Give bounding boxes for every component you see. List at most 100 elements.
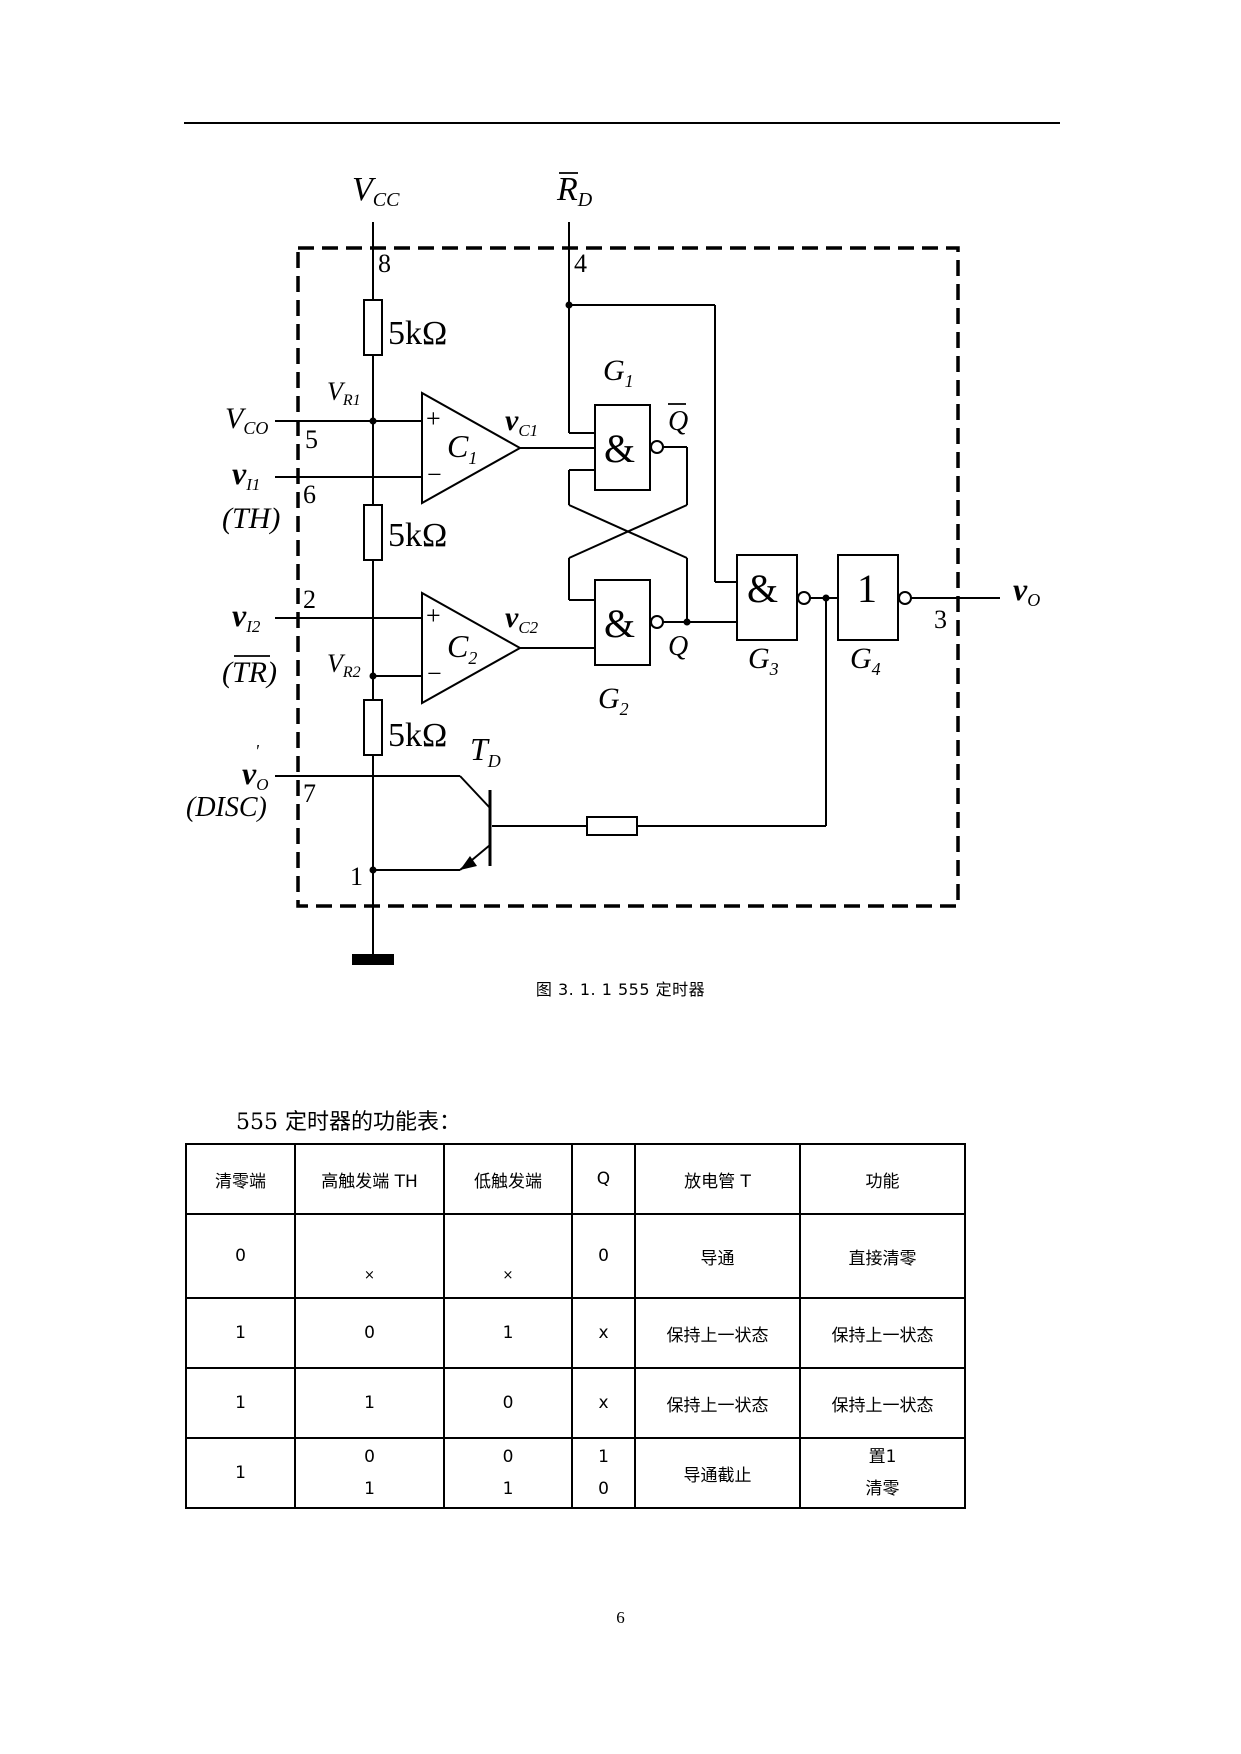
c1-plus: + xyxy=(426,404,441,433)
pin-5: 5 xyxy=(305,425,318,454)
resistor-label-top: 5kΩ xyxy=(388,315,447,352)
gate-g3-symbol: & xyxy=(747,566,778,611)
table-row: 1 1 0 x 保持上一状态 保持上一状态 xyxy=(185,1367,966,1439)
table-cell: 0 xyxy=(294,1297,445,1369)
table-cell: 1 xyxy=(294,1367,445,1439)
header-cell: 高触发端 TH xyxy=(294,1143,445,1215)
table-row: 1 0 1 0 1 1 0 导通截止 置1 清零 xyxy=(185,1437,966,1509)
table-cell: 导通截止 xyxy=(634,1437,801,1509)
label-vc2: vC2 xyxy=(505,601,539,637)
header-cell: 放电管 T xyxy=(634,1143,801,1215)
header-cell: Q xyxy=(571,1143,636,1215)
label-vr2: VR2 xyxy=(327,649,361,681)
header-cell: 功能 xyxy=(799,1143,966,1215)
table-header-row: 清零端 高触发端 TH 低触发端 Q 放电管 T 功能 xyxy=(185,1143,966,1215)
label-vo-disc: vO xyxy=(242,755,268,794)
table-row: 0 × × 0 导通 直接清零 xyxy=(185,1213,966,1299)
table-cell: 置1 清零 xyxy=(799,1437,966,1509)
table-cell: 保持上一状态 xyxy=(634,1367,801,1439)
header-cell: 低触发端 xyxy=(443,1143,573,1215)
pin-4: 4 xyxy=(574,249,587,278)
figure-caption: 图 3. 1. 1 555 定时器 xyxy=(535,980,706,999)
resistor-label-middle: 5kΩ xyxy=(388,517,447,554)
table-cell: 直接清零 xyxy=(799,1213,966,1299)
pin-1: 1 xyxy=(350,862,363,891)
table-cell: x xyxy=(571,1367,636,1439)
cell-line: 1 xyxy=(598,1447,609,1467)
table-cell: 1 xyxy=(185,1297,296,1369)
c2-plus: + xyxy=(426,601,441,630)
label-q: Q xyxy=(668,631,688,662)
table-cell: 1 0 xyxy=(571,1437,636,1509)
label-vo: vO xyxy=(1013,571,1040,610)
label-tr: (TR) xyxy=(222,656,277,689)
nand-gate-g1 xyxy=(594,404,651,491)
comparator-c1 xyxy=(421,391,523,505)
not-gate-g4 xyxy=(837,554,899,641)
ground-symbol xyxy=(352,954,394,965)
resistor-top xyxy=(363,299,383,356)
comparator-c2 xyxy=(421,591,523,705)
pin-6: 6 xyxy=(303,480,316,509)
table-cell: 0 xyxy=(185,1213,296,1299)
label-th: (TH) xyxy=(222,502,280,535)
resistor-bottom xyxy=(363,699,383,756)
page-number: 6 xyxy=(616,1608,625,1627)
base-resistor xyxy=(586,816,638,836)
function-table: 清零端 高触发端 TH 低触发端 Q 放电管 T 功能 0 × × 0 导通 直… xyxy=(185,1143,966,1509)
cell-line: 置1 xyxy=(868,1447,897,1467)
pin-3: 3 xyxy=(934,605,947,634)
table-cell: 1 xyxy=(185,1437,296,1509)
label-c2: C2 xyxy=(447,628,477,668)
label-g4: G4 xyxy=(850,642,881,679)
c2-minus: − xyxy=(427,659,442,688)
label-vo-disc-prime: ' xyxy=(255,741,260,761)
label-vi1: vI1 xyxy=(232,455,260,494)
table-cell: 导通 xyxy=(634,1213,801,1299)
table-cell: x xyxy=(571,1297,636,1369)
label-td: TD xyxy=(470,731,501,771)
table-cell: 0 xyxy=(571,1213,636,1299)
cell-line: 1 xyxy=(502,1479,514,1499)
table-cell: 1 xyxy=(185,1367,296,1439)
c1-minus: − xyxy=(427,460,442,489)
cell-line: 1 xyxy=(364,1479,375,1499)
header-rule xyxy=(184,122,1060,124)
label-g1: G1 xyxy=(603,354,634,391)
table-cell: 保持上一状态 xyxy=(799,1297,966,1369)
gate-g4-symbol: 1 xyxy=(857,566,877,611)
resistor-middle xyxy=(363,504,383,561)
table-row: 1 0 1 x 保持上一状态 保持上一状态 xyxy=(185,1297,966,1369)
nand-gate-g3 xyxy=(736,554,798,641)
cell-line: 清零 xyxy=(865,1479,900,1499)
table-cell: 0 1 xyxy=(443,1437,573,1509)
table-cell: 1 xyxy=(443,1297,573,1369)
label-vco: VCO xyxy=(225,402,268,438)
pin-8: 8 xyxy=(378,249,391,278)
nand-gate-g2 xyxy=(594,579,651,666)
label-reset: RD xyxy=(556,171,593,211)
gate-g1-symbol: & xyxy=(604,426,635,471)
table-cell: 0 1 xyxy=(294,1437,445,1509)
circuit-diagram-555: VCC RD VR1 VR2 VCO vI1 vI2 vO ' vC1 vC2 … xyxy=(186,171,1040,965)
table-cell: 0 xyxy=(443,1367,573,1439)
cell-line: 0 xyxy=(364,1447,375,1467)
table-cell: 保持上一状态 xyxy=(634,1297,801,1369)
gate-g2-symbol: & xyxy=(604,601,635,646)
table-cell: × xyxy=(294,1213,445,1299)
cell-line: 0 xyxy=(598,1479,609,1499)
label-vc1: vC1 xyxy=(505,404,538,440)
resistor-label-bottom: 5kΩ xyxy=(388,717,447,754)
cell-line: 0 xyxy=(502,1447,514,1467)
label-c1: C1 xyxy=(447,428,477,468)
table-cell: 保持上一状态 xyxy=(799,1367,966,1439)
chip-boundary xyxy=(296,246,960,908)
pin-2: 2 xyxy=(303,585,316,614)
label-g3: G3 xyxy=(748,642,779,679)
header-cell: 清零端 xyxy=(185,1143,296,1215)
label-q-bar: Q xyxy=(668,406,688,437)
pin-7: 7 xyxy=(303,779,316,808)
label-vcc: VCC xyxy=(352,171,400,211)
label-disc: (DISC) xyxy=(186,792,267,823)
label-vi2: vI2 xyxy=(232,597,261,636)
